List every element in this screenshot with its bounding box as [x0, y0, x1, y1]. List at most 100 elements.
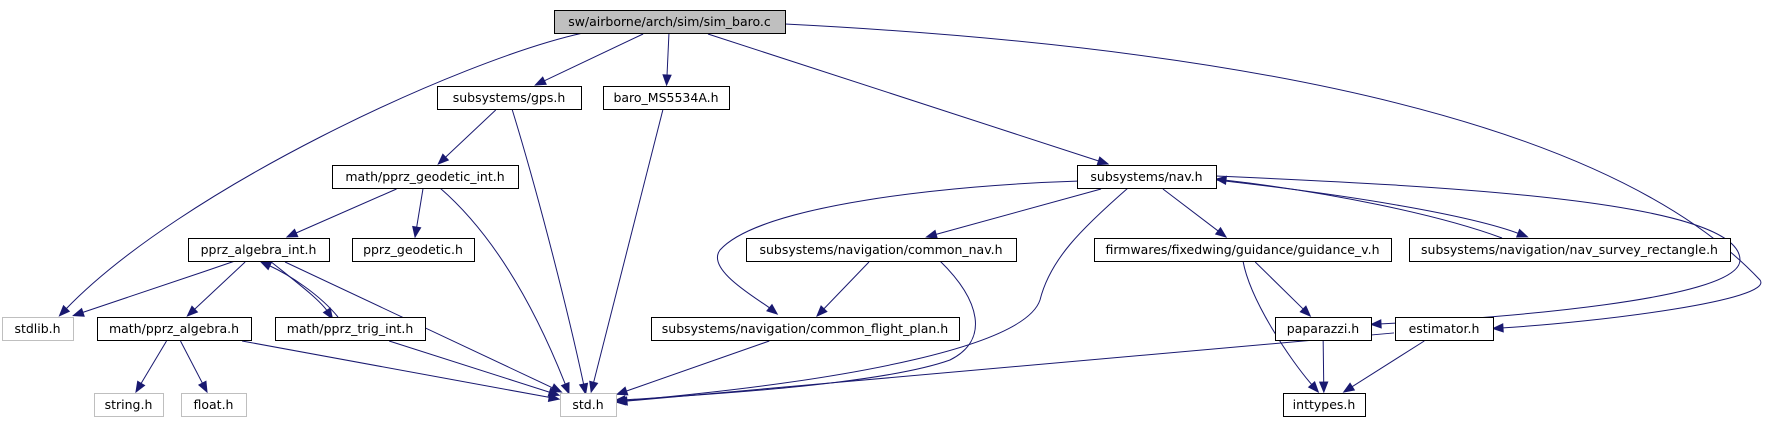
node-box: [188, 238, 330, 262]
edge-algebra-to-std: [242, 340, 561, 402]
edge-line: [1162, 188, 1220, 232]
edge-line: [416, 188, 424, 229]
edge-line: [1223, 179, 1503, 239]
node-label: math/pprz_geodetic_int.h: [345, 169, 504, 184]
edge-line: [140, 340, 167, 385]
node-label: pprz_geodetic.h: [363, 242, 463, 257]
node-box: [2, 317, 74, 341]
edge-arrowhead: [1318, 381, 1329, 394]
edge-estimator-to-inttypes: [1342, 340, 1425, 393]
node-guidance-v[interactable]: firmwares/fixedwing/guidance/guidance_v.…: [1094, 238, 1392, 262]
edge-sim_baro-to-stdlib: [58, 32, 584, 317]
edge-sim_baro-to-estimator: [784, 23, 1762, 333]
edge-guidance_v-to-inttypes: [1242, 260, 1320, 394]
edge-arrowhead: [412, 225, 422, 239]
edge-arrowhead: [135, 380, 146, 394]
edge-arrowhead: [1096, 156, 1110, 166]
node-flight-plan[interactable]: subsystems/navigation/common_flight_plan…: [651, 317, 960, 341]
node-label: math/pprz_trig_int.h: [287, 321, 414, 336]
edge-arrowhead: [662, 74, 672, 87]
node-label: firmwares/fixedwing/guidance/guidance_v.…: [1105, 242, 1379, 257]
edge-nav_survey-to-nav: [1214, 175, 1503, 239]
node-nav[interactable]: subsystems/nav.h: [1077, 165, 1217, 189]
node-baro[interactable]: baro_MS5534A.h: [603, 86, 730, 110]
node-algebra[interactable]: math/pprz_algebra.h: [97, 317, 252, 341]
edge-arrowhead: [925, 229, 938, 239]
node-paparazzi[interactable]: paparazzi.h: [1275, 317, 1372, 341]
edge-line: [707, 33, 1100, 162]
edge-nav-to-common_nav: [925, 188, 1102, 239]
edge-line: [295, 188, 397, 234]
edge-line: [80, 260, 236, 314]
edge-arrowhead: [1214, 226, 1228, 238]
node-label: estimator.h: [1409, 321, 1480, 336]
edge-nav-to-nav_survey: [1215, 179, 1529, 238]
edge-arrowhead: [197, 380, 208, 394]
edge-arrowhead: [1515, 228, 1529, 238]
edge-line: [822, 261, 870, 310]
edge-line: [1242, 260, 1314, 387]
node-label: pprz_algebra_int.h: [201, 242, 317, 257]
edge-line: [592, 109, 664, 384]
node-label: baro_MS5534A.h: [613, 90, 718, 105]
edge-arrowhead: [1491, 323, 1504, 333]
node-label: sw/airborne/arch/sim/sim_baro.c: [568, 14, 771, 29]
edge-nav-to-guidance_v: [1162, 188, 1228, 238]
node-geodetic-int[interactable]: math/pprz_geodetic_int.h: [332, 165, 519, 189]
edge-geodetic_int-to-geodetic: [412, 188, 424, 239]
node-box: [1283, 393, 1366, 417]
node-algebra-int[interactable]: pprz_algebra_int.h: [188, 238, 330, 262]
edge-line: [935, 188, 1102, 236]
node-label: subsystems/gps.h: [453, 90, 566, 105]
node-label: math/pprz_algebra.h: [109, 321, 239, 336]
edge-trig_int-to-algebra_int: [259, 261, 339, 318]
edge-arrowhead: [547, 392, 561, 402]
node-label: string.h: [105, 397, 153, 412]
node-common-nav[interactable]: subsystems/navigation/common_nav.h: [746, 238, 1017, 262]
node-nav-survey[interactable]: subsystems/navigation/nav_survey_rectang…: [1409, 238, 1731, 262]
node-geodetic[interactable]: pprz_geodetic.h: [352, 238, 475, 262]
node-string[interactable]: string.h: [94, 393, 164, 417]
node-box: [1409, 238, 1731, 262]
node-box: [554, 10, 786, 34]
node-inttypes[interactable]: inttypes.h: [1283, 393, 1366, 417]
node-label: inttypes.h: [1293, 397, 1356, 412]
node-label: subsystems/navigation/common_nav.h: [759, 242, 1002, 257]
edge-line: [543, 33, 644, 82]
edge-estimator-to-std: [615, 332, 1395, 406]
edge-line: [1215, 175, 1741, 325]
node-estimator[interactable]: estimator.h: [1395, 317, 1494, 341]
edge-trig_int-to-std: [388, 340, 561, 397]
node-label: std.h: [572, 397, 603, 412]
edge-arrowhead: [816, 305, 828, 317]
node-box: [181, 393, 247, 417]
edge-arrowhead: [1214, 175, 1228, 185]
node-float[interactable]: float.h: [181, 393, 247, 417]
edge-algebra_int-to-algebra: [186, 261, 246, 317]
node-trig-int[interactable]: math/pprz_trig_int.h: [275, 317, 426, 341]
edge-line: [666, 33, 670, 77]
edge-line: [1254, 261, 1305, 311]
edge-arrowhead: [615, 396, 628, 406]
edge-sim_baro-to-gps: [534, 33, 644, 86]
edge-nav-to-std: [613, 187, 1129, 406]
edge-line: [622, 187, 1129, 402]
node-box: [746, 238, 1017, 262]
edge-line: [267, 264, 339, 318]
node-label: subsystems/navigation/common_flight_plan…: [662, 321, 948, 336]
edge-arrowhead: [186, 305, 199, 317]
edge-arrowhead: [1369, 319, 1382, 329]
node-gps[interactable]: subsystems/gps.h: [437, 86, 582, 110]
node-stdlib[interactable]: stdlib.h: [2, 317, 74, 341]
node-std[interactable]: std.h: [560, 393, 617, 417]
node-box: [94, 393, 164, 417]
edge-arrowhead: [560, 381, 570, 395]
node-label: stdlib.h: [14, 321, 60, 336]
edge-guidance_v-to-paparazzi: [1254, 261, 1312, 317]
node-box: [97, 317, 252, 341]
edge-line: [717, 180, 1081, 310]
node-box: [352, 238, 475, 262]
edge-algebra-to-float: [180, 340, 208, 394]
edge-arrowhead: [322, 307, 334, 320]
